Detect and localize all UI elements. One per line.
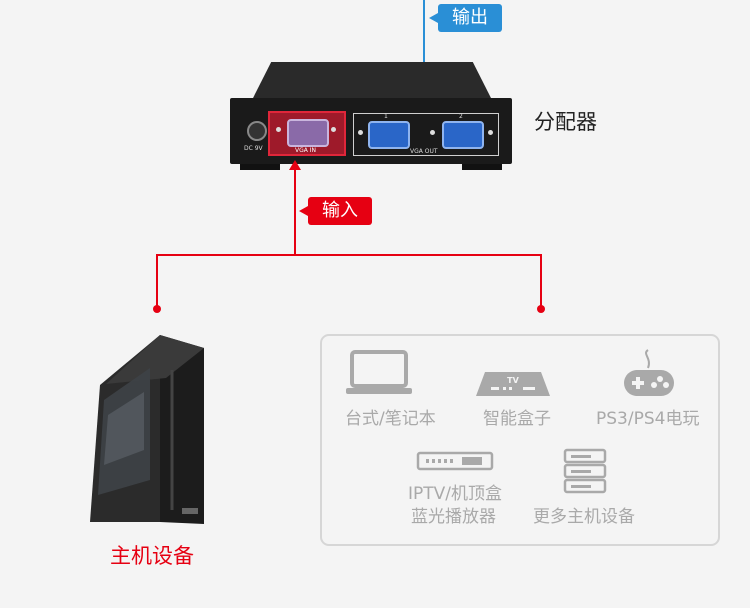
pc-tower-icon <box>86 330 231 526</box>
branch-dot-left <box>153 305 161 313</box>
branch-dot-right <box>537 305 545 313</box>
dc-label: DC 9V <box>244 145 263 152</box>
input-arrow-icon <box>289 160 301 170</box>
input-line <box>294 168 296 254</box>
device-item-more: 更多主机设备 <box>533 507 635 527</box>
vga-out-ports: 1 2 VGA OUT <box>353 113 499 156</box>
svg-text:TV: TV <box>507 376 519 385</box>
vga-in-port: VGA IN <box>268 111 346 156</box>
host-label: 主机设备 <box>110 544 194 568</box>
device-item-bluray: 蓝光播放器 <box>411 507 496 527</box>
vga-out-label: VGA OUT <box>410 148 438 155</box>
device-item-console: PS3/PS4电玩 <box>596 409 700 429</box>
device-item-tv-box: 智能盒子 <box>483 409 551 429</box>
laptop-icon <box>345 350 413 400</box>
device-panel <box>320 334 720 546</box>
vga-connector-icon <box>287 119 329 147</box>
output-tag: 输出 <box>429 4 502 32</box>
set-top-box-icon <box>416 451 494 475</box>
input-tag: 输入 <box>299 197 372 225</box>
tv-box-icon: TV <box>475 370 551 404</box>
vga-out-num-1: 1 <box>384 113 388 120</box>
vga-connector-icon <box>442 121 484 149</box>
dc-jack <box>247 121 267 141</box>
vga-connector-icon <box>368 121 410 149</box>
vga-out-num-2: 2 <box>459 113 463 120</box>
splitter-label: 分配器 <box>534 110 597 134</box>
output-line <box>423 0 425 62</box>
gamepad-icon <box>622 348 676 402</box>
device-item-laptop: 台式/笔记本 <box>345 409 436 429</box>
vga-in-label: VGA IN <box>295 147 317 154</box>
device-item-iptv: IPTV/机顶盒 <box>408 484 503 504</box>
server-icon <box>563 448 607 498</box>
